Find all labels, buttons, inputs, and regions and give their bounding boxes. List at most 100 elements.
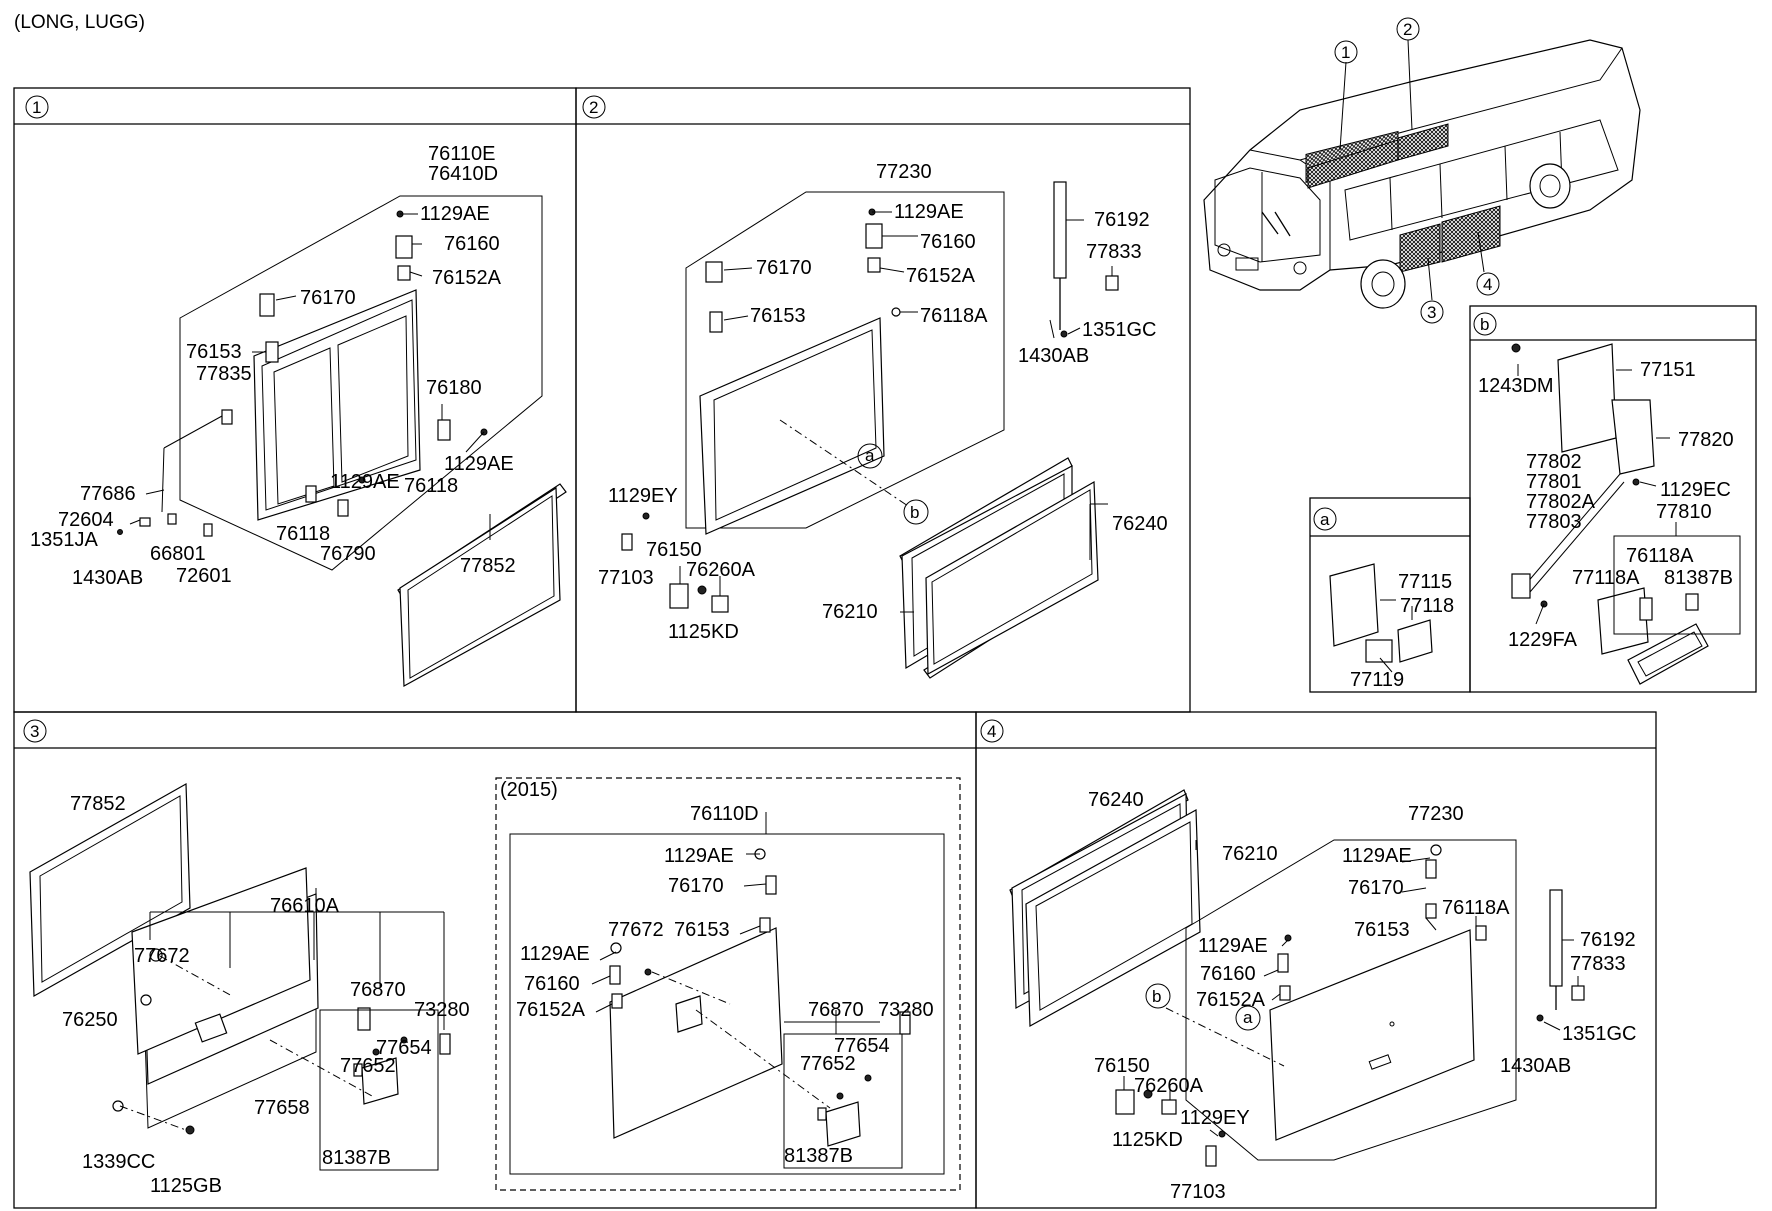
- label-76170-2015: 76170: [668, 875, 724, 897]
- label-76150: 76150: [646, 539, 702, 561]
- label-1129ey: 1129EY: [1180, 1107, 1250, 1129]
- label-1430ab: 1430AB: [72, 567, 143, 589]
- label-1229fa: 1229FA: [1508, 629, 1578, 651]
- label-77118: 77118: [1400, 595, 1454, 617]
- label-77852: 77852: [70, 793, 126, 815]
- label-1430ab: 1430AB: [1500, 1055, 1571, 1077]
- label-1351gc: 1351GC: [1562, 1023, 1637, 1045]
- detail-b-frame: b: [1469, 305, 1757, 693]
- label-77103: 77103: [1170, 1181, 1226, 1203]
- label-77119: 77119: [1350, 669, 1404, 691]
- label-76160: 76160: [1200, 963, 1256, 985]
- label-76260a: 76260A: [686, 559, 756, 581]
- label-72604: 72604: [58, 509, 114, 531]
- label-1129ae-2015-top: 1129AE: [664, 845, 734, 867]
- label-76118a: 76118A: [1442, 897, 1510, 919]
- label-76118a: 76118A: [920, 305, 988, 327]
- section-3-drawing: 77852 76610A 77672 76870 73280 76250 776…: [29, 777, 961, 1197]
- label-77115: 77115: [1398, 571, 1452, 593]
- label-77654: 77654: [376, 1037, 432, 1059]
- label-76870: 76870: [350, 979, 406, 1001]
- label-1129ec: 1129EC: [1660, 479, 1731, 501]
- label-76160-2015: 76160: [524, 973, 580, 995]
- section-2-callout-a: a: [865, 446, 875, 465]
- label-77230: 77230: [876, 161, 932, 183]
- label-76110d: 76110D: [690, 803, 759, 825]
- label-76170: 76170: [756, 257, 812, 279]
- label-77672-2015: 77672: [608, 919, 664, 941]
- label-76170: 76170: [300, 287, 356, 309]
- detail-a-tag: a: [1320, 510, 1330, 529]
- section-4-frame: 4: [975, 711, 1657, 1209]
- label-76153-2015: 76153: [674, 919, 730, 941]
- section-3-number: 3: [30, 722, 39, 741]
- section-4-callout-a: a: [1243, 1008, 1253, 1027]
- label-1243dm: 1243DM: [1478, 375, 1554, 397]
- label-76160: 76160: [444, 233, 500, 255]
- label-77810: 77810: [1656, 501, 1712, 523]
- label-76210: 76210: [822, 601, 878, 623]
- label-76160: 76160: [920, 231, 976, 253]
- label-76180: 76180: [426, 377, 482, 399]
- label-77118a: 77118A: [1572, 567, 1640, 589]
- label-76153: 76153: [186, 341, 242, 363]
- label-1129ae-low: 1129AE: [330, 471, 400, 493]
- detail-a-drawing: 77115 77118 77119: [1329, 563, 1454, 691]
- label-76152a: 76152A: [1196, 989, 1266, 1011]
- label-1351gc: 1351GC: [1082, 319, 1157, 341]
- label-77833: 77833: [1086, 241, 1142, 263]
- section-3-2015-caption: (2015): [500, 779, 558, 801]
- bus-callout-4: 4: [1483, 275, 1492, 294]
- section-2-number: 2: [589, 98, 598, 117]
- label-1125gb: 1125GB: [150, 1175, 222, 1197]
- label-77802a: 77802A: [1526, 491, 1596, 513]
- label-1430ab: 1430AB: [1018, 345, 1089, 367]
- section-4-number: 4: [987, 722, 996, 741]
- label-76410d: 76410D: [428, 163, 498, 185]
- bus-illustration: 1 2 3 4: [1203, 17, 1641, 324]
- label-77652-2015: 77652: [800, 1053, 856, 1075]
- label-1129ae-top: 1129AE: [1342, 845, 1412, 867]
- label-1351ja: 1351JA: [30, 529, 98, 551]
- label-77230: 77230: [1408, 803, 1464, 825]
- label-77835: 77835: [196, 363, 252, 385]
- label-73280: 73280: [414, 999, 470, 1021]
- label-73280-2015: 73280: [878, 999, 934, 1021]
- label-1129ae-mid: 1129AE: [1198, 935, 1268, 957]
- label-72601: 72601: [176, 565, 232, 587]
- label-76790: 76790: [320, 543, 376, 565]
- label-77686: 77686: [80, 483, 136, 505]
- section-1-number: 1: [32, 98, 41, 117]
- label-77820: 77820: [1678, 429, 1734, 451]
- section-4-drawing: b a 76240 76210 77230 1129AE 76170 76118…: [1009, 789, 1637, 1203]
- label-76260a: 76260A: [1134, 1075, 1204, 1097]
- detail-b-tag: b: [1480, 315, 1489, 334]
- label-77801: 77801: [1526, 471, 1582, 493]
- label-77852: 77852: [460, 555, 516, 577]
- label-76192: 76192: [1094, 209, 1150, 231]
- label-76170: 76170: [1348, 877, 1404, 899]
- section-2-drawing: a b 77230 1129AE 76160 76152A 76170 7615…: [598, 161, 1168, 679]
- bus-callout-2: 2: [1403, 20, 1412, 39]
- label-81387b-2015: 81387B: [784, 1145, 853, 1167]
- bus-callout-3: 3: [1427, 303, 1436, 322]
- label-76192: 76192: [1580, 929, 1636, 951]
- label-81387b: 81387B: [322, 1147, 391, 1169]
- label-76240: 76240: [1088, 789, 1144, 811]
- detail-b-drawing: 1243DM 77151 77820 77802 77801 77802A 77…: [1478, 343, 1741, 685]
- label-76118a: 76118A: [1626, 545, 1694, 567]
- label-1125kd: 1125KD: [1112, 1129, 1183, 1151]
- label-76610a: 76610A: [270, 895, 340, 917]
- section-4-callout-b: b: [1152, 987, 1161, 1006]
- label-76153: 76153: [750, 305, 806, 327]
- label-76118-left: 76118: [276, 523, 330, 545]
- label-76210: 76210: [1222, 843, 1278, 865]
- label-76110e: 76110E: [428, 143, 495, 165]
- page-caption: (LONG, LUGG): [14, 12, 145, 33]
- label-81387b: 81387B: [1664, 567, 1733, 589]
- label-76150: 76150: [1094, 1055, 1150, 1077]
- label-77802: 77802: [1526, 451, 1582, 473]
- section-2-callout-b: b: [910, 503, 919, 522]
